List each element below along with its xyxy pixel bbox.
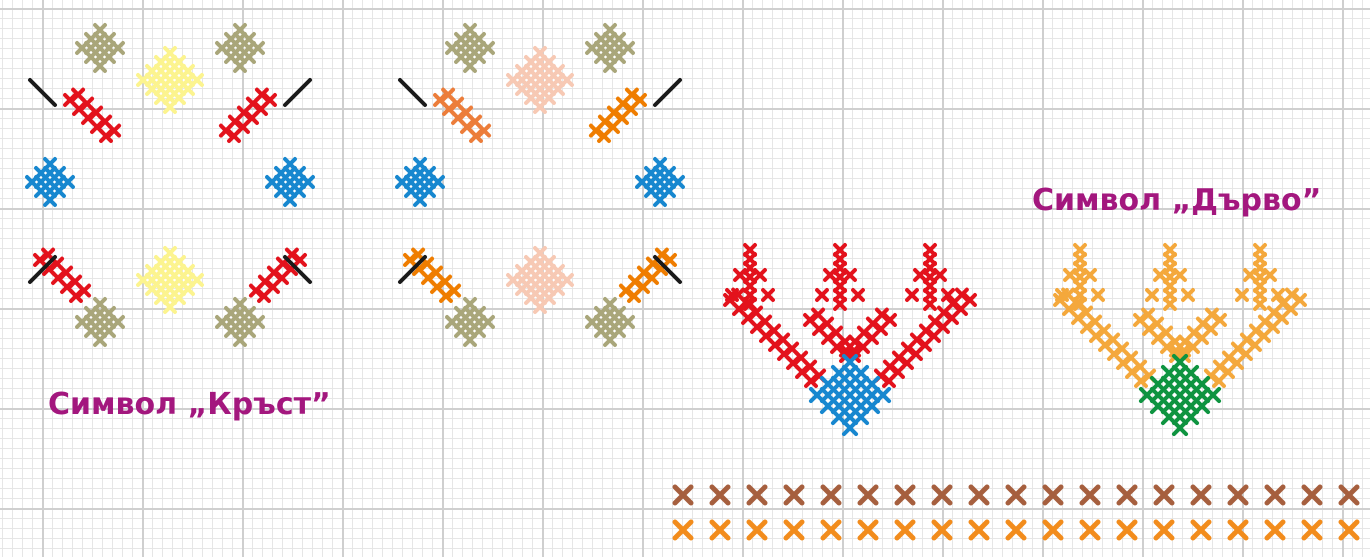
stitch-border <box>675 487 1357 538</box>
cross-symbol-motif-variant <box>397 25 683 345</box>
tree-symbol-label: Символ „Дърво” <box>1032 186 1321 216</box>
cross-symbol-label: Символ „Кръст” <box>48 390 331 420</box>
tree-symbol-motif-variant <box>1055 245 1305 434</box>
tree-symbol-motif <box>725 245 975 434</box>
cross-symbol-motif <box>27 25 313 345</box>
